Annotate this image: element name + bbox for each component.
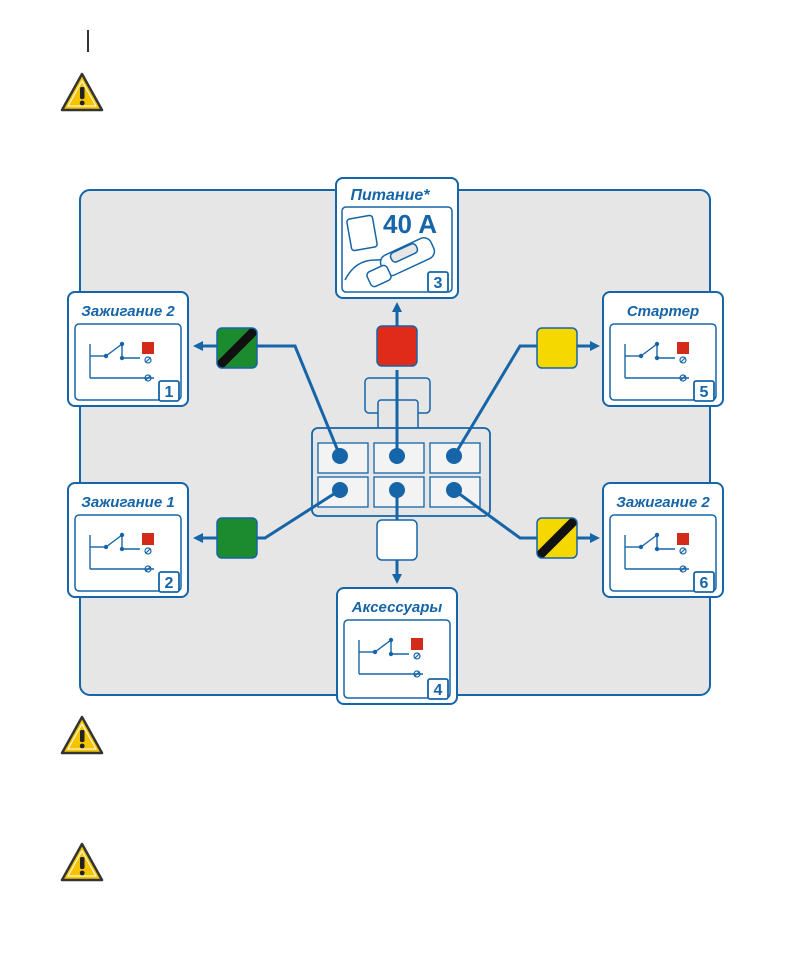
wire-color-green bbox=[216, 517, 258, 559]
wire-color-yellow-black bbox=[536, 517, 578, 559]
fuse-holder-icon bbox=[344, 214, 436, 288]
output-number: 2 bbox=[165, 575, 174, 592]
wires bbox=[193, 302, 600, 584]
output-box-power: Питание* 40 A 3 bbox=[335, 177, 459, 299]
output-box-starter: Стартер 5 bbox=[602, 291, 724, 407]
wire-color-white bbox=[376, 519, 418, 561]
pin-dots bbox=[332, 448, 462, 498]
output-number: 4 bbox=[434, 682, 443, 699]
connector-block bbox=[311, 377, 491, 517]
output-title: Зажигание 1 bbox=[81, 494, 174, 511]
output-box-ignition1: Зажигание 1 2 bbox=[67, 482, 189, 598]
output-title: Зажигание 2 bbox=[81, 303, 175, 320]
output-number: 6 bbox=[700, 575, 709, 592]
output-title: Зажигание 2 bbox=[616, 494, 710, 511]
wire-color-yellow bbox=[536, 327, 578, 369]
output-title: Стартер bbox=[627, 303, 699, 320]
warning-triangle-icon bbox=[60, 72, 104, 112]
warning-triangle-icon bbox=[60, 842, 104, 882]
output-number: 1 bbox=[165, 384, 174, 401]
output-box-ignition2-right: Зажигание 2 6 bbox=[602, 482, 724, 598]
output-title: Питание* bbox=[351, 187, 431, 204]
page-marker-line bbox=[87, 30, 89, 52]
output-box-ignition2-left: Зажигание 2 1 bbox=[67, 291, 189, 407]
wire-color-red bbox=[376, 325, 418, 367]
output-number: 5 bbox=[700, 384, 709, 401]
warning-triangle-icon bbox=[60, 715, 104, 755]
fuse-rating: 40 A bbox=[383, 209, 437, 239]
output-box-accessories: Аксессуары 4 bbox=[336, 587, 458, 705]
output-number: 3 bbox=[434, 275, 443, 292]
output-title: Аксессуары bbox=[351, 599, 443, 616]
wire-color-green-black bbox=[216, 327, 258, 369]
